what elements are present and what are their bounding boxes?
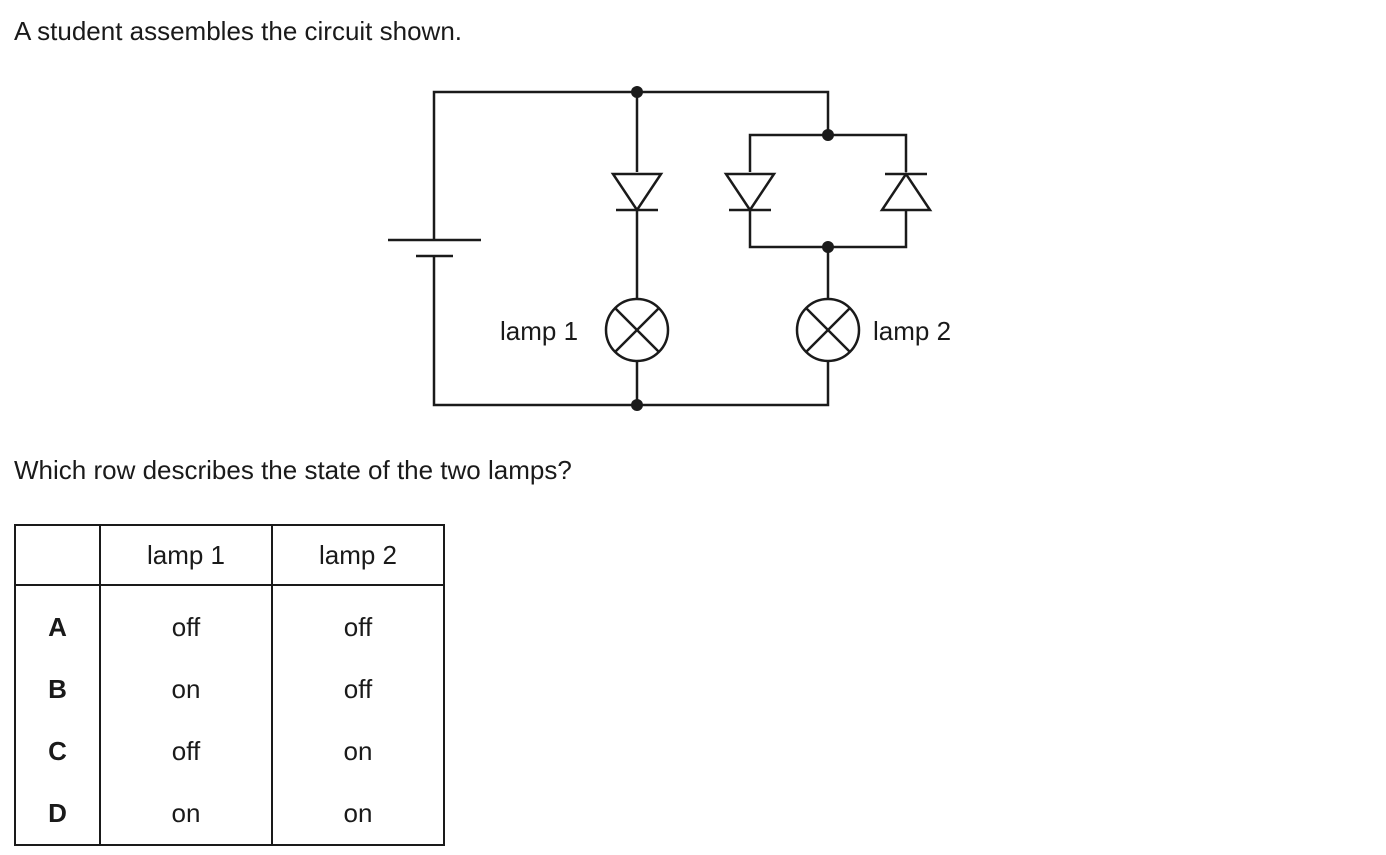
row-key: C [14,720,101,782]
lamp-1-state: on [99,658,273,720]
diode-icon [610,172,664,213]
junction-dot [822,129,834,141]
table-row[interactable]: C off on [14,720,445,782]
lamp-1-label: lamp 1 [500,316,578,346]
cell-icon [388,238,481,258]
table-header-row: lamp 1 lamp 2 [14,524,445,586]
wires [432,90,908,407]
circuit-diagram: lamp 1 lamp 2 [388,86,951,411]
lamp-2-label: lamp 2 [873,316,951,346]
row-key: A [14,585,101,658]
lamp-1-state: off [99,720,273,782]
header-lamp-2: lamp 2 [271,524,445,586]
lamp-1-state: on [99,782,273,846]
answer-table: lamp 1 lamp 2 A off off B on off C off o… [14,524,445,846]
table-row[interactable]: A off off [14,585,445,658]
junctions [631,86,834,411]
lamp-2-state: off [271,658,445,720]
row-key: D [14,782,101,846]
junction-dot [631,399,643,411]
diode-icon [723,172,777,213]
diode-icon [879,171,933,212]
table-row[interactable]: B on off [14,658,445,720]
lamp-2-state: off [271,585,445,658]
table-row[interactable]: D on on [14,782,445,846]
row-key: B [14,658,101,720]
lamp-2-icon [795,297,861,363]
junction-dot [822,241,834,253]
lamp-2-state: on [271,782,445,846]
intro-text: A student assembles the circuit shown. [14,16,463,46]
header-lamp-1: lamp 1 [99,524,273,586]
lamp-2-state: on [271,720,445,782]
header-key [14,524,101,586]
lamp-1-state: off [99,585,273,658]
lamp-1-icon [604,297,670,363]
junction-dot [631,86,643,98]
question-text: Which row describes the state of the two… [14,455,572,485]
